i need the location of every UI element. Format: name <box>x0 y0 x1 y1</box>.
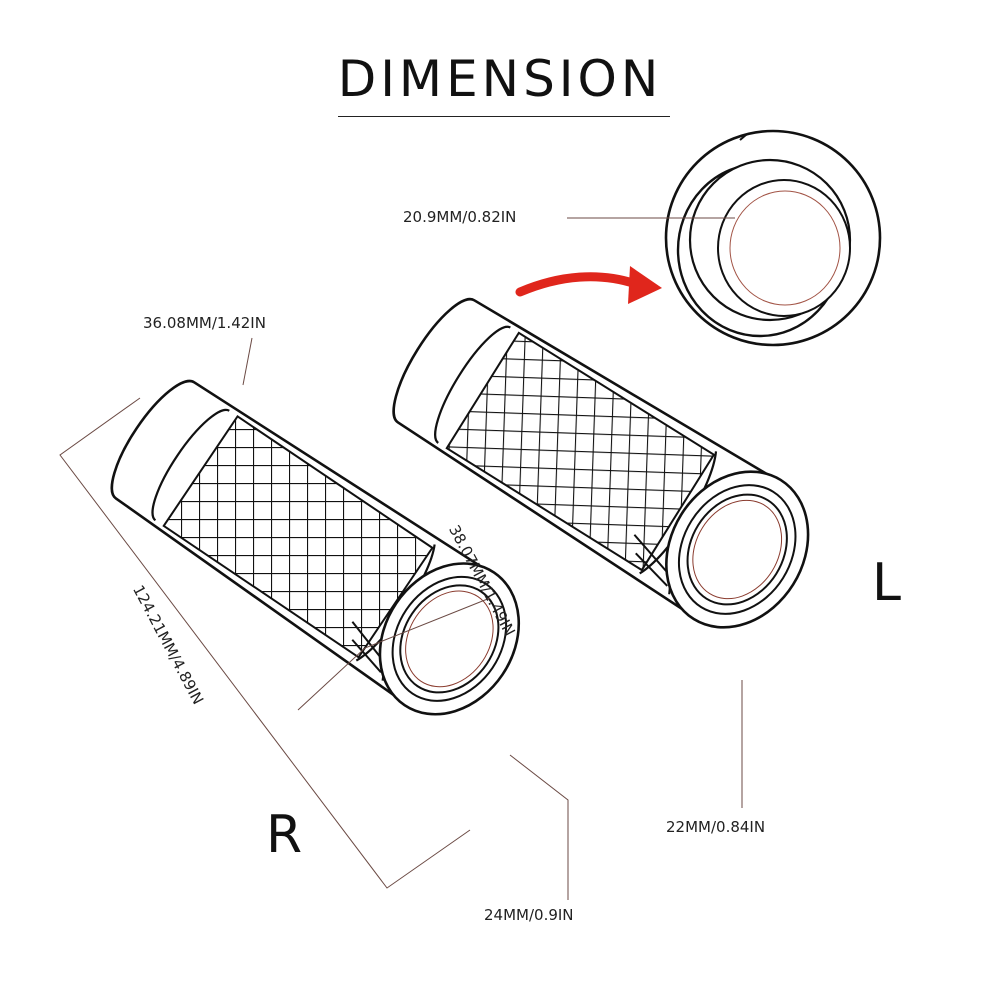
left-bore-label: 22MM/0.84IN <box>666 818 766 836</box>
dimension-lines <box>59 217 743 900</box>
side-label-left: L <box>872 553 901 613</box>
right-grip <box>110 379 521 716</box>
left-grip-texture <box>445 331 716 572</box>
side-label-right: R <box>266 805 303 865</box>
top-diameter-label: 36.08MM/1.42IN <box>143 314 266 332</box>
detail-inner-bore <box>729 190 841 306</box>
left-bore <box>692 499 783 600</box>
diagram-title: DIMENSION <box>337 50 663 108</box>
inner-bore-label: 20.9MM/0.82IN <box>403 208 517 226</box>
detail-arrow <box>515 266 662 304</box>
title-underline <box>338 116 670 117</box>
right-bore-label: 24MM/0.9IN <box>484 906 574 924</box>
left-grip <box>392 297 810 629</box>
detail-view <box>664 129 882 347</box>
right-bore <box>405 590 494 688</box>
